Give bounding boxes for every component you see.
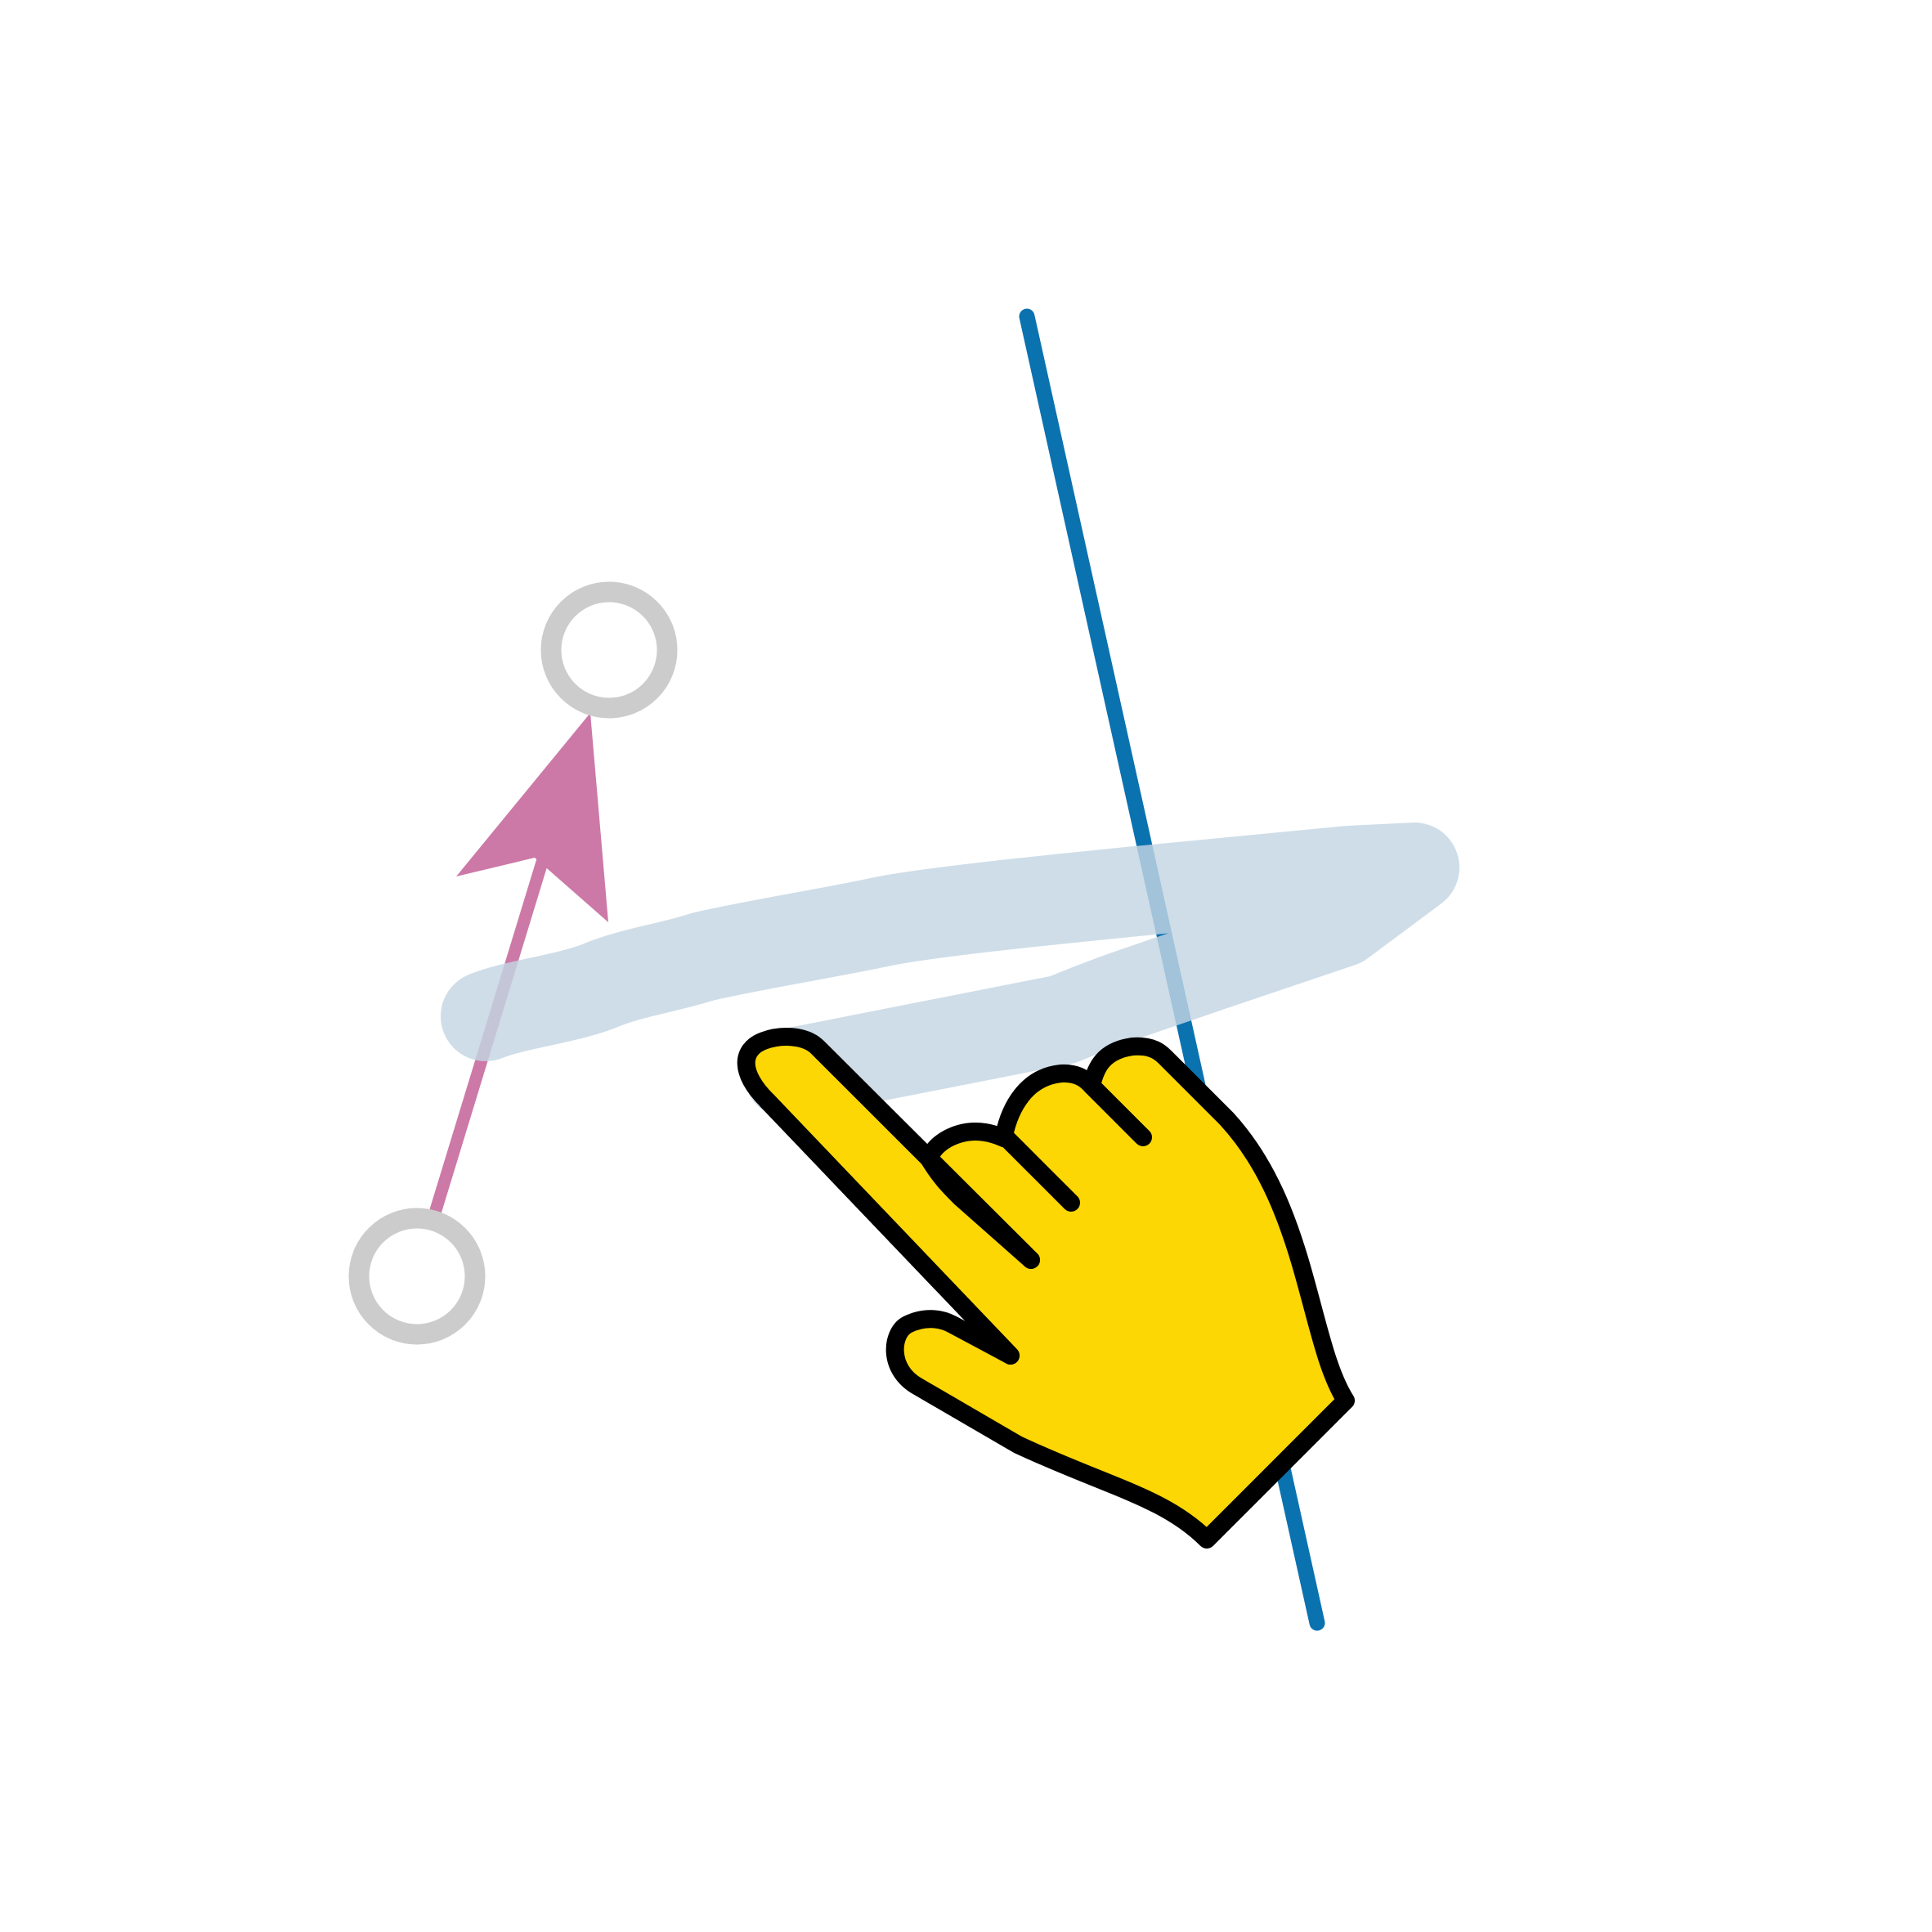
end-point-ring <box>540 581 678 719</box>
arrow-head <box>456 713 608 922</box>
swipe-trail <box>441 823 1459 1118</box>
pointing-hand-icon <box>737 1028 1355 1549</box>
start-point-ring <box>348 1208 486 1345</box>
